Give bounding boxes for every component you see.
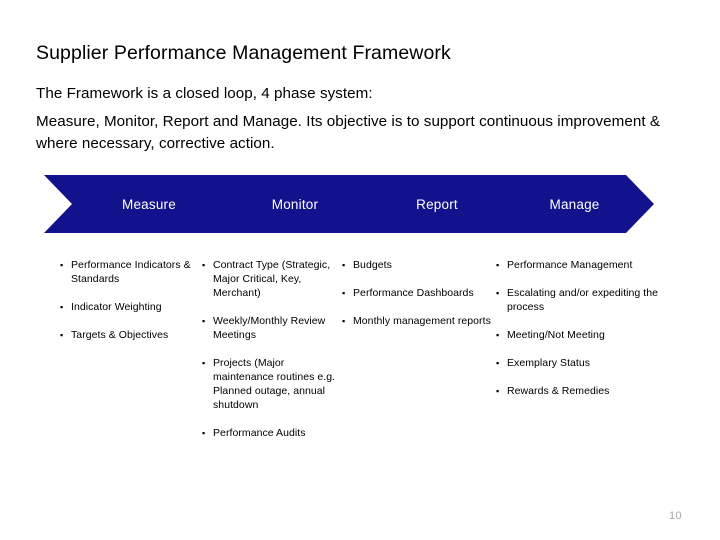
chevron-label-manage: Manage <box>549 196 600 212</box>
bullet-square-icon: ▪ <box>202 260 206 270</box>
list-item-label: Performance Audits <box>213 427 306 439</box>
bullet-square-icon: ▪ <box>202 316 206 326</box>
list-item: ▪ Meeting/Not Meeting <box>496 328 666 342</box>
list-item: ▪ Performance Audits <box>202 426 342 440</box>
intro-paragraph: The Framework is a closed loop, 4 phase … <box>36 83 686 156</box>
bullet-square-icon: ▪ <box>496 330 500 340</box>
list-item: ▪ Performance Indicators & Standards <box>60 258 200 286</box>
intro-line-1: The Framework is a closed loop, 4 phase … <box>36 85 373 102</box>
chevron-label-measure: Measure <box>122 196 176 212</box>
bullet-square-icon: ▪ <box>496 358 500 368</box>
list-item-label: Rewards & Remedies <box>507 385 610 397</box>
intro-line-2: Measure, Monitor, Report and Manage. Its… <box>36 112 661 153</box>
list-item: ▪ Budgets <box>342 258 492 272</box>
chevron-label-report: Report <box>416 196 458 212</box>
list-item: ▪ Indicator Weighting <box>60 300 200 314</box>
list-item-label: Performance Indicators & Standards <box>71 259 191 285</box>
list-item-label: Performance Management <box>507 259 633 271</box>
column-measure: ▪ Performance Indicators & Standards ▪ I… <box>60 258 200 356</box>
bullet-square-icon: ▪ <box>496 386 500 396</box>
bullet-square-icon: ▪ <box>60 260 64 270</box>
list-item-label: Contract Type (Strategic, Major Critical… <box>213 259 331 299</box>
list-item-label: Targets & Objectives <box>71 329 169 341</box>
bullet-square-icon: ▪ <box>496 260 500 270</box>
bullet-square-icon: ▪ <box>202 358 206 368</box>
list-item-label: Indicator Weighting <box>71 301 162 313</box>
list-item: ▪ Performance Management <box>496 258 666 272</box>
phase-detail-columns: ▪ Performance Indicators & Standards ▪ I… <box>44 258 676 488</box>
list-item: ▪ Weekly/Monthly Review Meetings <box>202 314 342 342</box>
list-item-label: Monthly management reports <box>353 315 491 327</box>
list-item-label: Meeting/Not Meeting <box>507 329 605 341</box>
list-item-label: Projects (Major maintenance routines e.g… <box>213 357 336 411</box>
bullet-square-icon: ▪ <box>342 260 346 270</box>
list-item-label: Performance Dashboards <box>353 287 474 299</box>
chevron-phase-manage[interactable]: Manage <box>473 175 654 233</box>
list-item-label: Escalating and/or expediting the process <box>507 287 659 313</box>
bullet-square-icon: ▪ <box>342 316 346 326</box>
column-manage: ▪ Performance Management ▪ Escalating an… <box>496 258 666 412</box>
column-report: ▪ Budgets ▪ Performance Dashboards ▪ Mon… <box>342 258 492 342</box>
bullet-square-icon: ▪ <box>342 288 346 298</box>
chevron-label-monitor: Monitor <box>271 196 319 212</box>
list-item: ▪ Targets & Objectives <box>60 328 200 342</box>
process-chevron-banner: Measure Monitor Report Manage <box>44 175 654 233</box>
list-item: ▪ Rewards & Remedies <box>496 384 666 398</box>
page-title: Supplier Performance Management Framewor… <box>36 42 451 65</box>
list-item-label: Exemplary Status <box>507 357 591 369</box>
page-number: 10 <box>668 510 682 522</box>
list-item-label: Weekly/Monthly Review Meetings <box>213 315 326 341</box>
list-item: ▪ Escalating and/or expediting the proce… <box>496 286 666 314</box>
bullet-square-icon: ▪ <box>496 288 500 298</box>
list-item: ▪ Exemplary Status <box>496 356 666 370</box>
list-item: ▪ Contract Type (Strategic, Major Critic… <box>202 258 342 300</box>
bullet-square-icon: ▪ <box>202 428 206 438</box>
bullet-square-icon: ▪ <box>60 330 64 340</box>
list-item: ▪ Monthly management reports <box>342 314 492 328</box>
list-item: ▪ Performance Dashboards <box>342 286 492 300</box>
bullet-square-icon: ▪ <box>60 302 64 312</box>
list-item-label: Budgets <box>353 259 392 271</box>
column-monitor: ▪ Contract Type (Strategic, Major Critic… <box>202 258 342 454</box>
list-item: ▪ Projects (Major maintenance routines e… <box>202 356 342 412</box>
